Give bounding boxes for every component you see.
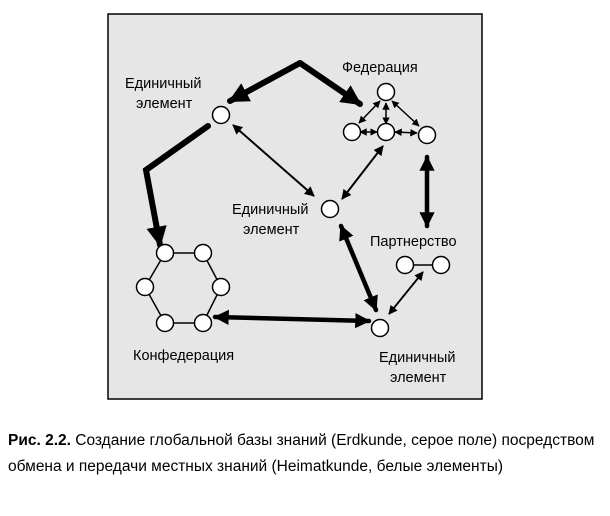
node-confederation-1 <box>155 243 175 263</box>
caption-text: Создание глобальной базы знаний (Erdkund… <box>8 432 595 475</box>
node-federation-left <box>342 122 362 142</box>
labels: Единичный элемент Федерация Единичный эл… <box>125 60 457 386</box>
thin-connections <box>144 100 441 324</box>
thin-arrow-partnership-to-single-bottom <box>388 271 424 315</box>
knowledge-diagram: Единичный элемент Федерация Единичный эл… <box>107 13 483 400</box>
label-single-top-left-line1: Единичный <box>125 76 201 92</box>
fed-arrow-hub-left <box>358 100 381 124</box>
thick-connections <box>142 60 435 329</box>
label-single-center-line2: элемент <box>243 222 300 238</box>
figure-caption: Рис. 2.2. Создание глобальной базы знани… <box>8 428 604 480</box>
label-federation: Федерация <box>342 60 418 76</box>
thick-arrow-confederation-to-single-bottom <box>212 309 372 329</box>
node-federation-center <box>376 122 396 142</box>
fed-arrow-hub-right <box>391 100 420 127</box>
thick-arrow-single-center-to-single-bottom <box>338 223 379 313</box>
node-federation-right <box>417 125 437 145</box>
label-single-bottom-right-line1: Единичный <box>379 350 455 366</box>
nodes <box>135 82 451 338</box>
label-partnership: Партнерство <box>370 234 457 250</box>
thin-arrow-single-top-to-single-center <box>232 124 315 197</box>
node-confederation-4 <box>193 313 213 333</box>
thick-arrow-federation-to-federation-hub <box>297 60 363 107</box>
label-single-bottom-right-line2: элемент <box>390 370 447 386</box>
node-partnership-right <box>431 255 451 275</box>
label-confederation: Конфедерация <box>133 348 234 364</box>
node-single-center <box>320 199 340 219</box>
node-confederation-5 <box>155 313 175 333</box>
node-confederation-3 <box>211 277 231 297</box>
thick-arrow-single-top-to-confederation <box>142 123 211 248</box>
label-single-top-left-line2: элемент <box>136 96 193 112</box>
fed-arrow-center-right <box>394 128 418 137</box>
node-confederation-2 <box>193 243 213 263</box>
thin-arrow-single-center-to-federation <box>341 145 384 200</box>
node-partnership-left <box>395 255 415 275</box>
label-single-center-line1: Единичный <box>232 202 308 218</box>
node-confederation-6 <box>135 277 155 297</box>
node-single-bottom-right <box>370 318 390 338</box>
caption-label: Рис. 2.2. <box>8 432 71 449</box>
thick-arrow-federation-to-single-top <box>227 60 303 104</box>
node-federation-hub <box>376 82 396 102</box>
node-single-top-left <box>211 105 231 125</box>
